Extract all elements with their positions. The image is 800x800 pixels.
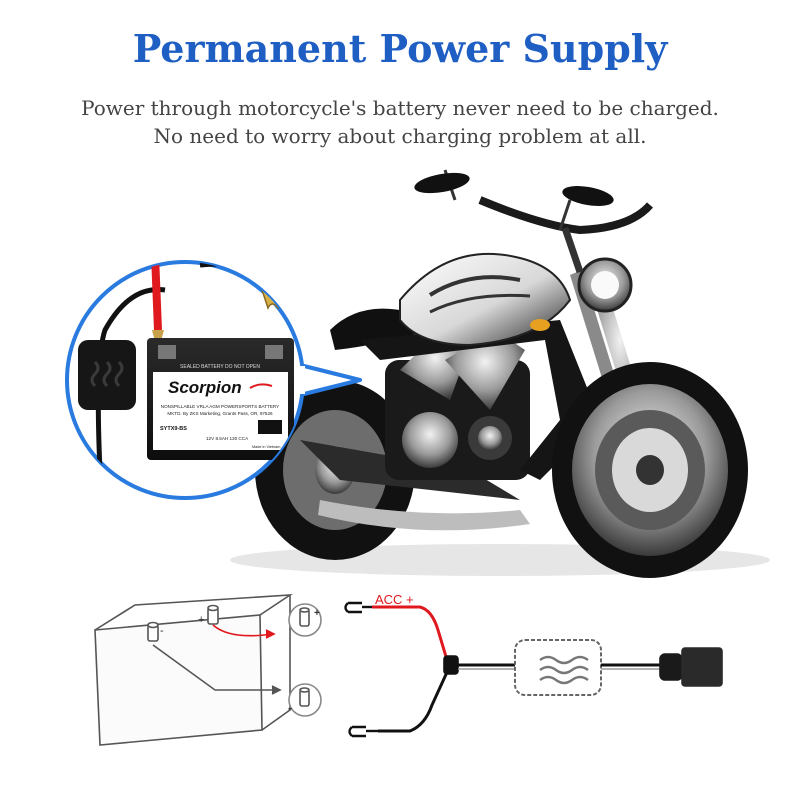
pos-sign: + bbox=[198, 614, 204, 626]
battery-made-in: Made in Vietnam bbox=[252, 445, 280, 449]
page-title: Permanent Power Supply bbox=[132, 26, 668, 71]
output-socket bbox=[681, 647, 723, 687]
left-mirror bbox=[414, 172, 470, 194]
subtitle-line-1: Power through motorcycle's battery never… bbox=[81, 96, 719, 120]
subtitle-line-2: No need to worry about charging problem … bbox=[153, 124, 647, 148]
battery-callout: SEALED BATTERY DO NOT OPEN Scorpion NONS… bbox=[65, 260, 362, 500]
neg-sign: - bbox=[160, 625, 164, 637]
acc-label: ACC + bbox=[375, 592, 414, 607]
battery-line-2: MKTD. By ZKS Marketing, Grants Pass, OR,… bbox=[167, 411, 273, 416]
wiring-diagram bbox=[94, 594, 723, 746]
right-mirror bbox=[562, 186, 614, 206]
subtitle: Power through motorcycle's battery never… bbox=[0, 94, 800, 150]
barcode bbox=[258, 420, 282, 434]
heat-dissipation-icon bbox=[539, 655, 589, 685]
battery-model: SYTX9-BS bbox=[160, 426, 187, 432]
battery-top-text: SEALED BATTERY DO NOT OPEN bbox=[180, 364, 260, 370]
terminal-pos-sign: + bbox=[314, 608, 320, 619]
battery-specs: 12V 8.5AH 130 CCA bbox=[206, 436, 249, 441]
terminal-neg-sign: - bbox=[288, 701, 292, 715]
battery-line-1: NONSPILLABLE VRLA AGM POWERSPORTS BATTER… bbox=[161, 404, 279, 409]
battery-brand: Scorpion bbox=[168, 378, 242, 397]
